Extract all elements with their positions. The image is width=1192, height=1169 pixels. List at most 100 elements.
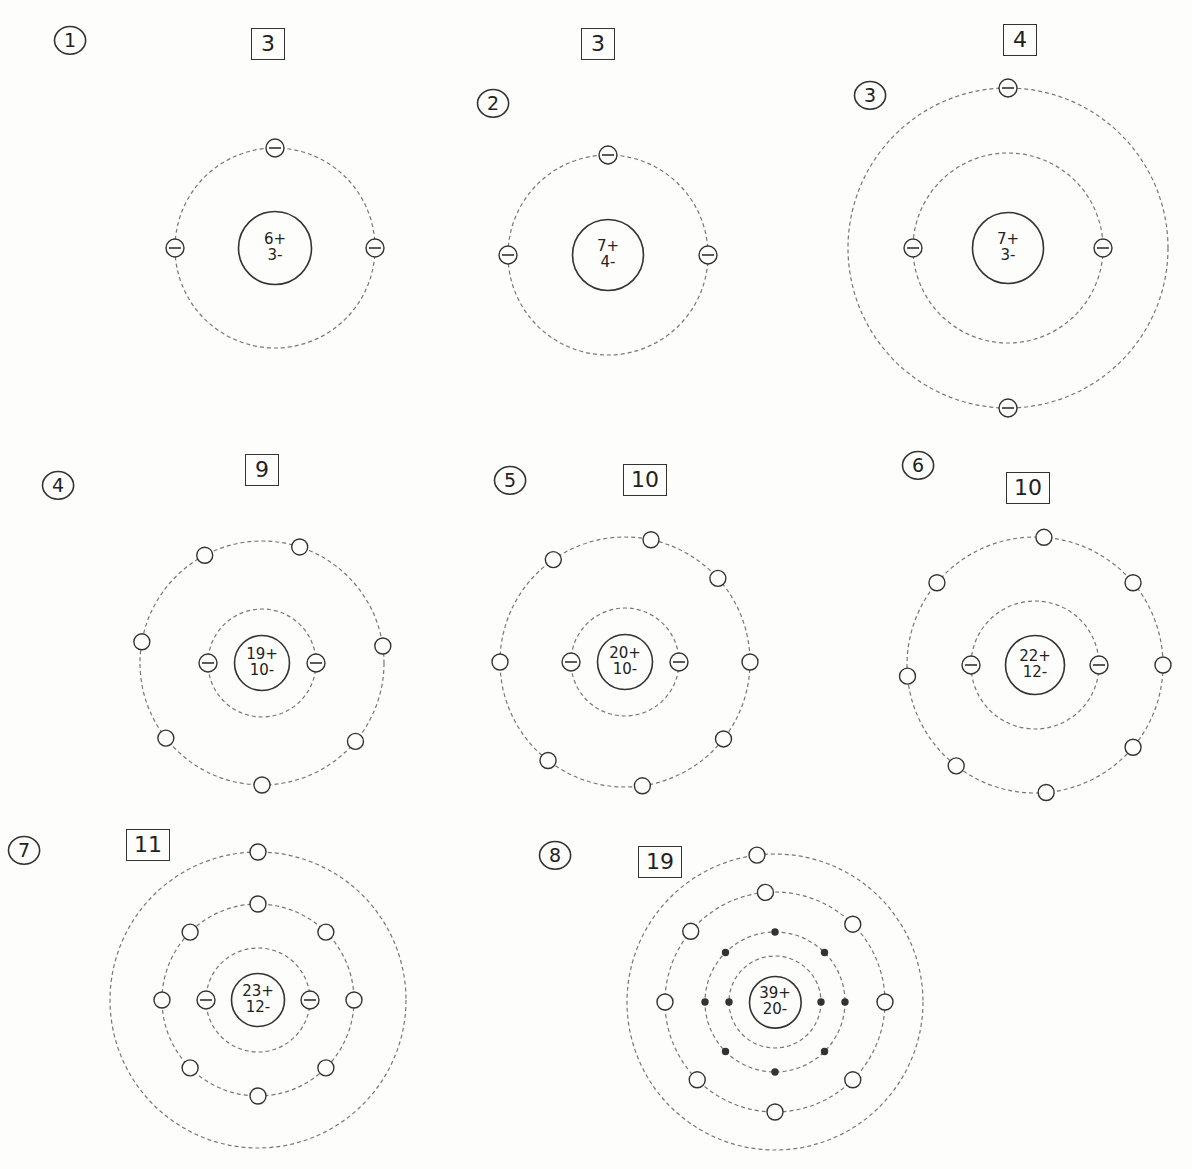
orbit-ring bbox=[848, 88, 1168, 408]
nucleus-charge: 22+ bbox=[1019, 649, 1051, 665]
nucleus-charge: 6+ bbox=[264, 232, 286, 248]
electron bbox=[1125, 575, 1141, 591]
electron bbox=[999, 399, 1017, 417]
orbit-ring bbox=[571, 608, 679, 716]
electron bbox=[702, 999, 708, 1005]
electron bbox=[948, 758, 964, 774]
electron bbox=[716, 731, 732, 747]
panel-number-text: 7 bbox=[18, 840, 30, 861]
electron bbox=[318, 924, 334, 940]
nucleus-charge: 3- bbox=[268, 248, 283, 264]
atom-model bbox=[166, 139, 384, 348]
electron-count-number: 9 bbox=[255, 457, 269, 482]
electron bbox=[1038, 785, 1054, 801]
electron bbox=[723, 950, 729, 956]
electron bbox=[670, 653, 688, 671]
electron bbox=[182, 1060, 198, 1076]
nucleus-charge: 10- bbox=[613, 662, 638, 678]
electron bbox=[999, 79, 1017, 97]
electron bbox=[134, 634, 150, 650]
panel-number: 2 bbox=[476, 88, 510, 119]
electron bbox=[346, 992, 362, 1008]
nucleus-charge: 7+ bbox=[997, 232, 1019, 248]
nucleus-charge: 19+ bbox=[246, 647, 278, 663]
electron bbox=[266, 139, 284, 157]
electron bbox=[845, 916, 861, 932]
electron bbox=[842, 999, 848, 1005]
electron bbox=[821, 950, 827, 956]
panel-number-text: 5 bbox=[504, 470, 516, 491]
electron bbox=[749, 847, 765, 863]
electron bbox=[929, 575, 945, 591]
electron bbox=[1094, 239, 1112, 257]
nucleus: 7+4- bbox=[571, 218, 645, 292]
panel-number-text: 2 bbox=[487, 93, 499, 114]
electron bbox=[250, 844, 266, 860]
electron bbox=[723, 1048, 729, 1054]
electron bbox=[767, 1104, 783, 1120]
electron bbox=[545, 552, 561, 568]
electron-count-number: 10 bbox=[631, 467, 659, 492]
electron bbox=[657, 994, 673, 1010]
electron bbox=[845, 1072, 861, 1088]
electron bbox=[499, 246, 517, 264]
electron-count: 3 bbox=[251, 28, 285, 60]
orbit-ring bbox=[971, 601, 1099, 729]
electron-count: 10 bbox=[623, 464, 667, 496]
electron bbox=[818, 999, 824, 1005]
orbit-ring bbox=[907, 537, 1163, 793]
electron bbox=[877, 994, 893, 1010]
electron bbox=[821, 1048, 827, 1054]
electron-count-number: 19 bbox=[646, 849, 674, 874]
electron-count-number: 4 bbox=[1013, 27, 1027, 52]
nucleus-charge: 10- bbox=[250, 663, 275, 679]
electron bbox=[772, 929, 778, 935]
nucleus-charge: 20- bbox=[763, 1002, 788, 1018]
electron-count: 4 bbox=[1003, 24, 1037, 56]
nucleus: 7+3- bbox=[971, 211, 1045, 285]
orbit-ring bbox=[508, 155, 708, 355]
panel-number: 8 bbox=[538, 840, 572, 871]
electron bbox=[1125, 739, 1141, 755]
electron bbox=[699, 246, 717, 264]
electron bbox=[318, 1060, 334, 1076]
electron-count: 11 bbox=[126, 829, 170, 861]
electron-count: 3 bbox=[581, 28, 615, 60]
electron bbox=[599, 146, 617, 164]
electron bbox=[689, 1072, 705, 1088]
electron-count-number: 3 bbox=[591, 31, 605, 56]
electron bbox=[1090, 656, 1108, 674]
atom-model bbox=[110, 844, 406, 1148]
electron bbox=[292, 539, 308, 555]
nucleus-charge: 23+ bbox=[242, 984, 274, 1000]
atom-model bbox=[899, 529, 1171, 800]
electron bbox=[347, 733, 363, 749]
electron bbox=[1155, 657, 1171, 673]
electron bbox=[199, 654, 217, 672]
orbit-ring bbox=[162, 904, 354, 1096]
electron bbox=[250, 896, 266, 912]
nucleus-charge: 7+ bbox=[597, 239, 619, 255]
electron bbox=[166, 239, 184, 257]
nucleus-charge: 20+ bbox=[609, 646, 641, 662]
electron-count: 9 bbox=[245, 454, 279, 486]
electron bbox=[1036, 529, 1052, 545]
orbit-ring bbox=[175, 148, 375, 348]
panel-number-text: 8 bbox=[549, 845, 561, 866]
electron bbox=[375, 638, 391, 654]
atom-model bbox=[848, 79, 1168, 417]
nucleus: 6+3- bbox=[237, 210, 313, 286]
electron bbox=[757, 884, 773, 900]
electron bbox=[726, 999, 732, 1005]
electron bbox=[254, 777, 270, 793]
electron bbox=[197, 991, 215, 1009]
atom-model bbox=[492, 532, 758, 794]
panel-number-text: 3 bbox=[864, 85, 876, 106]
atom-model bbox=[627, 847, 923, 1150]
electron bbox=[182, 924, 198, 940]
electron bbox=[742, 654, 758, 670]
electron bbox=[710, 570, 726, 586]
nucleus: 20+10- bbox=[596, 633, 654, 691]
panel-number-text: 6 bbox=[912, 455, 924, 476]
